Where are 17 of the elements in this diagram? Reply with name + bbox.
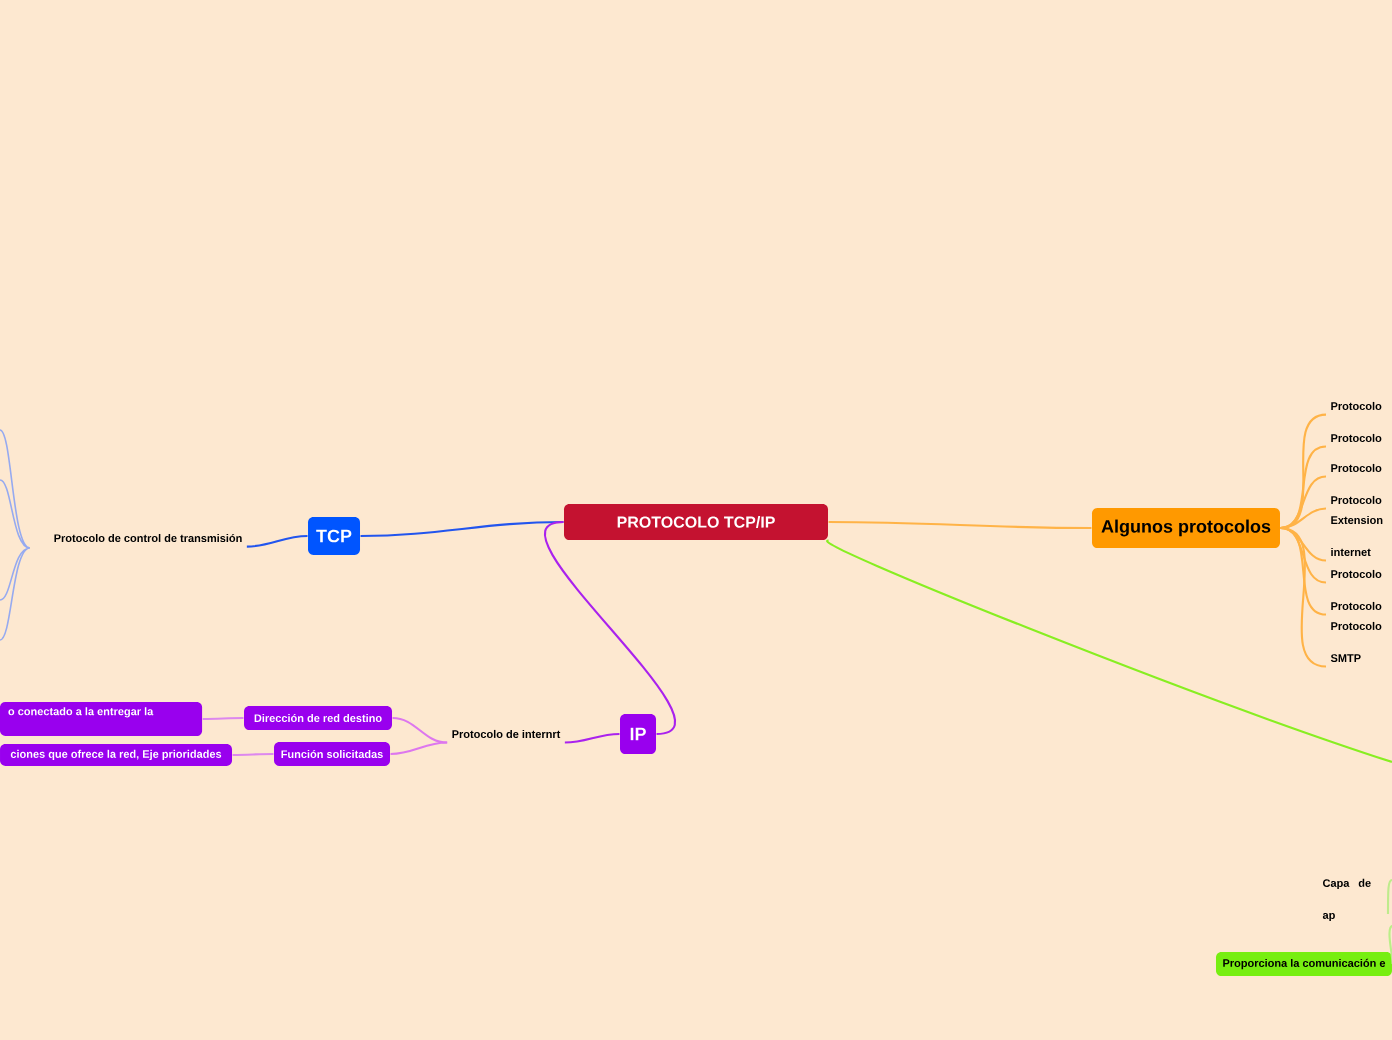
- connector-line: [1280, 507, 1327, 530]
- topic-box: Algunos protocolos: [1092, 508, 1280, 548]
- topic-box: TCP: [308, 517, 360, 555]
- connector-line: [544, 520, 676, 735]
- connector-line: [1280, 526, 1327, 584]
- connector-line: [827, 539, 1392, 763]
- connector-line: [564, 732, 620, 744]
- connector-line: [828, 520, 1092, 530]
- connector-line: [1280, 445, 1327, 530]
- topic-box: IP: [620, 714, 656, 754]
- connector-line: [202, 716, 244, 721]
- connector-line: [1280, 526, 1327, 668]
- connector-line: [246, 534, 308, 548]
- connector-line: [390, 741, 448, 756]
- central-topic-box: PROTOCOLO TCP/IP: [564, 504, 828, 540]
- connector-line: [232, 752, 274, 757]
- connector-line: [392, 716, 448, 744]
